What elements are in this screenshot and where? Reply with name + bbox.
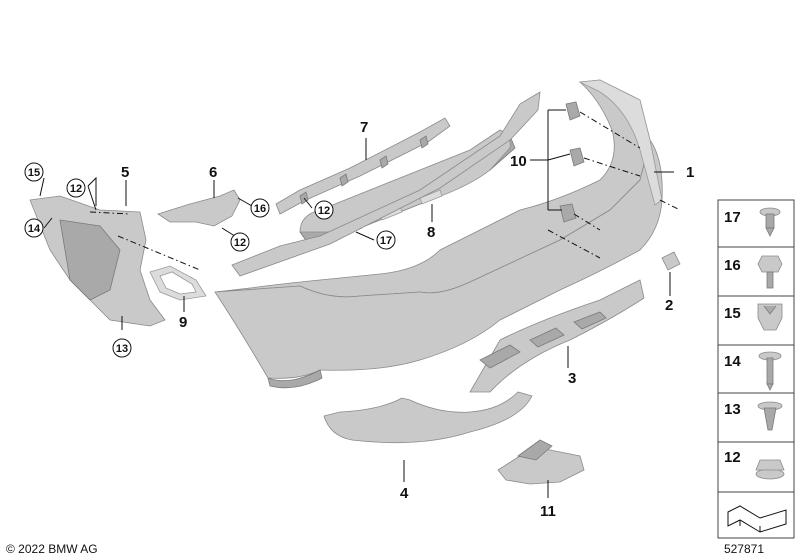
callout-4: 4	[400, 485, 409, 502]
callout-2: 2	[665, 297, 673, 314]
callout-11: 11	[540, 503, 556, 520]
support-bracket	[275, 117, 451, 215]
rear-diffuser	[469, 279, 645, 393]
bumper-clips	[559, 101, 585, 223]
legend-label-17: 17	[724, 209, 741, 226]
left-side-bracket	[29, 195, 166, 327]
svg-text:17: 17	[380, 235, 392, 247]
callout-5: 5	[121, 164, 129, 181]
upper-mounting-strip	[231, 91, 541, 277]
callout-9: 9	[179, 314, 187, 331]
fastener-legend: 17 16 15 14 13 12	[717, 199, 795, 539]
legend-label-14: 14	[724, 353, 741, 370]
legend-label-16: 16	[724, 257, 741, 274]
callout-14: 14	[24, 218, 44, 238]
rear-bumper-cover	[214, 79, 663, 389]
legend-label-13: 13	[724, 401, 741, 418]
callout-6: 6	[209, 164, 217, 181]
assembly-guide-lines	[89, 111, 681, 271]
callout-17: 17	[376, 230, 396, 250]
callout-10: 10	[510, 153, 527, 170]
trim-frame	[149, 265, 207, 301]
svg-text:12: 12	[318, 205, 330, 217]
legend-label-15: 15	[724, 305, 741, 322]
svg-text:14: 14	[28, 223, 41, 235]
svg-text:15: 15	[28, 167, 40, 179]
svg-text:12: 12	[70, 183, 82, 195]
svg-text:16: 16	[254, 203, 266, 215]
flange-nut-icon	[755, 459, 785, 480]
tow-hook-cover	[661, 251, 681, 271]
callout-8: 8	[427, 224, 435, 241]
expanding-rivet-icon	[757, 401, 783, 431]
exhaust-bracket	[497, 439, 585, 485]
diagram-id-text: 527871	[723, 542, 764, 556]
copyright-text: © 2022 BMW AG	[6, 542, 98, 556]
callout-7: 7	[360, 119, 368, 136]
callout-13: 13	[112, 338, 132, 358]
callout-12-b: 12	[314, 200, 334, 220]
callout-1: 1	[686, 164, 694, 181]
push-clip-icon	[759, 207, 781, 237]
clip-nut-icon	[757, 303, 783, 331]
svg-text:13: 13	[116, 343, 128, 355]
legend-label-12: 12	[724, 449, 741, 466]
small-bracket	[157, 189, 241, 227]
svg-text:12: 12	[234, 237, 246, 249]
washer-screw-icon	[758, 351, 782, 391]
callout-3: 3	[568, 370, 576, 387]
part-shape-icon	[727, 505, 787, 533]
hex-screw-icon	[757, 255, 783, 289]
callout-12-a: 12	[66, 178, 86, 198]
callout-12-c: 12	[230, 232, 250, 252]
lower-trim-panel	[323, 391, 533, 444]
callout-15: 15	[24, 162, 44, 182]
callout-16: 16	[250, 198, 270, 218]
